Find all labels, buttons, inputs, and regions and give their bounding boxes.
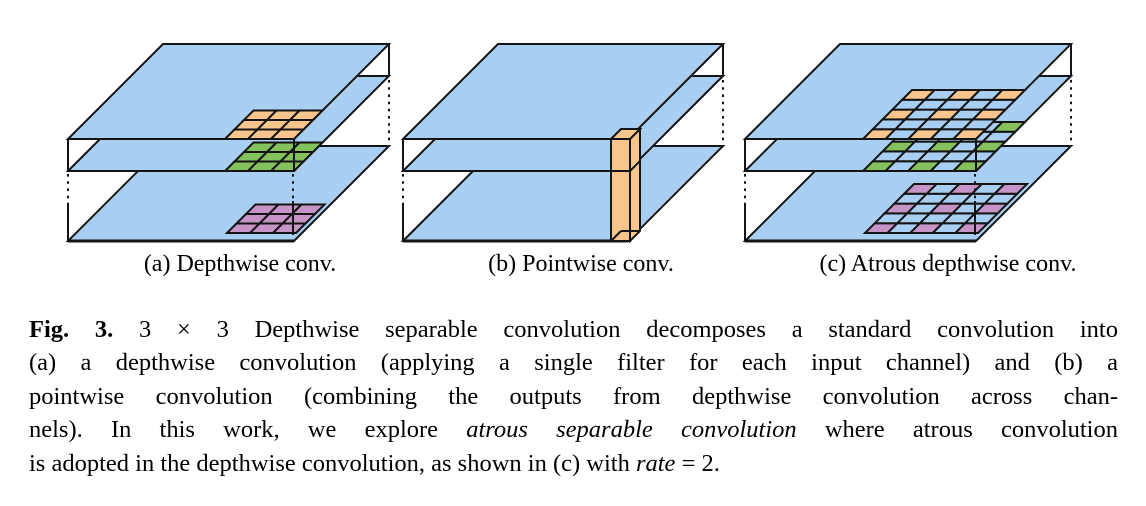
subfigure-a-diagram — [65, 43, 392, 243]
pointwise-kernel-column-front — [610, 138, 631, 242]
kernel-cell-green — [287, 141, 325, 153]
caption-line-4: nels). In this work, we explore atrous s… — [29, 413, 1118, 446]
pointwise-kernel-column-side — [629, 126, 641, 244]
subfigure-b-diagram — [400, 43, 726, 244]
caption-text: (a) a depthwise convolution (applying a … — [29, 349, 1118, 377]
subfigure-b-label: (b) Pointwise conv. — [488, 251, 674, 277]
kernel-cell-green — [990, 121, 1028, 133]
subfigure-c-label: (c) Atrous depthwise conv. — [819, 251, 1077, 277]
caption-line-1: Fig. 3. 3 × 3 Depthwise separable convol… — [29, 313, 1118, 346]
caption-text: nels). In this work, we explore — [29, 416, 467, 444]
kernel-cell-purple — [992, 183, 1030, 195]
caption-line-3: pointwise convolution (combining the out… — [29, 380, 1118, 413]
figure-canvas — [65, 43, 1074, 244]
column-bottom-edge — [610, 230, 622, 242]
figure-caption: Fig. 3. 3 × 3 Depthwise separable convol… — [29, 313, 1118, 480]
caption-line-2: (a) a depthwise convolution (applying a … — [29, 346, 1118, 379]
caption-italic-term: rate — [635, 449, 676, 477]
caption-italic-term: atrous separable convolution — [466, 416, 797, 444]
subfigure-a-label: (a) Depthwise conv. — [143, 251, 337, 277]
caption-text: = 2. — [675, 449, 720, 477]
caption-text: where atrous convolution — [796, 416, 1118, 444]
subfigure-c-diagram — [742, 43, 1074, 243]
column-section-edge — [629, 160, 641, 172]
kernel-cell-orange — [990, 89, 1028, 101]
caption-text: 3 × 3 Depthwise separable convolution de… — [113, 316, 1118, 343]
caption-text: is adopted in the depthwise convolution,… — [29, 449, 636, 477]
kernel-cell-purple — [289, 203, 327, 215]
pointwise-kernel-column-top — [608, 128, 643, 140]
kernel-cell-orange — [287, 109, 325, 121]
caption-line-5: is adopted in the depthwise convolution,… — [29, 447, 1118, 480]
caption-fig-label: Fig. 3. — [29, 316, 114, 343]
caption-text: pointwise convolution (combining the out… — [29, 382, 1118, 410]
